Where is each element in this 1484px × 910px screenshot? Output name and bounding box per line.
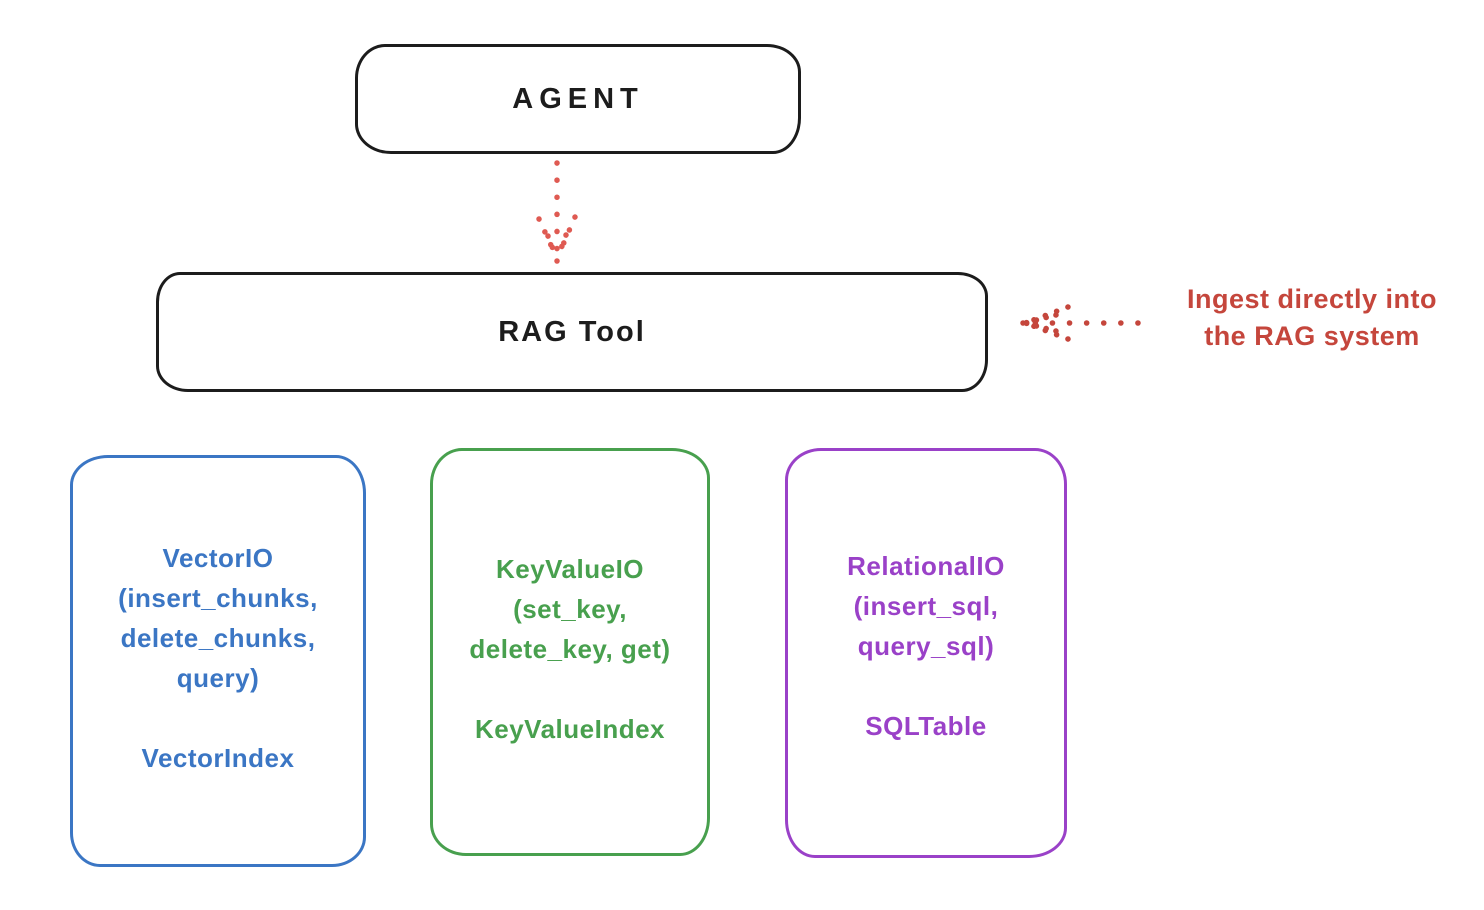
keyvalue-io-title: KeyValueIO (495, 554, 645, 584)
sql-table-label: SQLTable (865, 711, 987, 741)
ingest-annotation-arrow-icon (1016, 298, 1144, 348)
vector-index-label: VectorIndex (141, 743, 295, 773)
agent-label: AGENT (512, 82, 644, 115)
ingest-annotation-line-2: the RAG system (1204, 321, 1420, 351)
keyvalue-io-arg-1: (set_key, (513, 594, 627, 624)
rag-tool-label: RAG Tool (498, 315, 646, 348)
vector-io-box: VectorIO (insert_chunks, delete_chunks, … (70, 455, 366, 867)
vector-io-title: VectorIO (162, 543, 274, 573)
relational-io-arg-1: (insert_sql, (853, 591, 999, 621)
relational-io-box: RelationalIO (insert_sql, query_sql) SQL… (785, 448, 1067, 858)
agent-node: AGENT (355, 44, 801, 154)
agent-to-ragtool-arrow-icon (528, 158, 586, 266)
keyvalue-index-label: KeyValueIndex (474, 714, 666, 744)
relational-io-title: RelationalIO (847, 551, 1005, 581)
ingest-annotation: Ingest directly into the RAG system (1140, 281, 1484, 355)
ingest-annotation-line-1: Ingest directly into (1186, 284, 1438, 314)
keyvalue-io-arg-2: delete_key, get) (469, 634, 671, 664)
vector-io-arg-1: (insert_chunks, (118, 583, 318, 613)
vector-io-arg-2: delete_chunks, (120, 623, 316, 653)
vector-io-arg-3: query) (176, 663, 260, 693)
keyvalue-io-box: KeyValueIO (set_key, delete_key, get) Ke… (430, 448, 710, 856)
relational-io-arg-2: query_sql) (857, 631, 995, 661)
rag-tool-node: RAG Tool (156, 272, 988, 392)
